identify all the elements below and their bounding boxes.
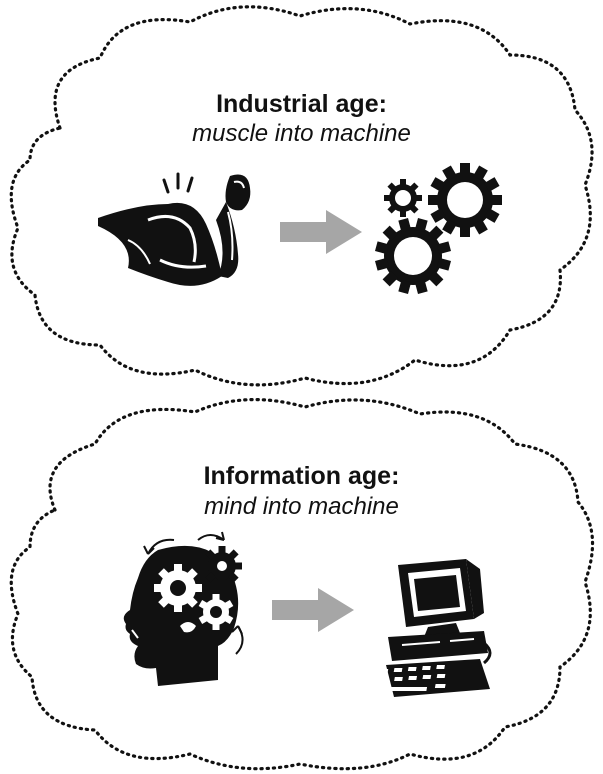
information-age-title: Information age: (203, 462, 400, 490)
dotted-cloud-outline (9, 5, 594, 387)
right-arrow-icon (272, 588, 354, 632)
information-age-panel: Information age: mind into machine (0, 392, 603, 774)
thinking-head-gears-icon (123, 531, 244, 686)
flexed-arm-icon (98, 172, 251, 286)
desktop-computer-icon (380, 559, 492, 697)
industrial-age-title: Industrial age: (216, 90, 387, 118)
gears-icon (375, 163, 502, 294)
right-arrow-icon (280, 210, 362, 254)
information-age-subtitle: mind into machine (204, 493, 399, 520)
industrial-age-panel: Industrial age: muscle into machine (9, 5, 594, 387)
dotted-cloud-outline (9, 398, 595, 771)
industrial-age-subtitle: muscle into machine (192, 120, 411, 147)
